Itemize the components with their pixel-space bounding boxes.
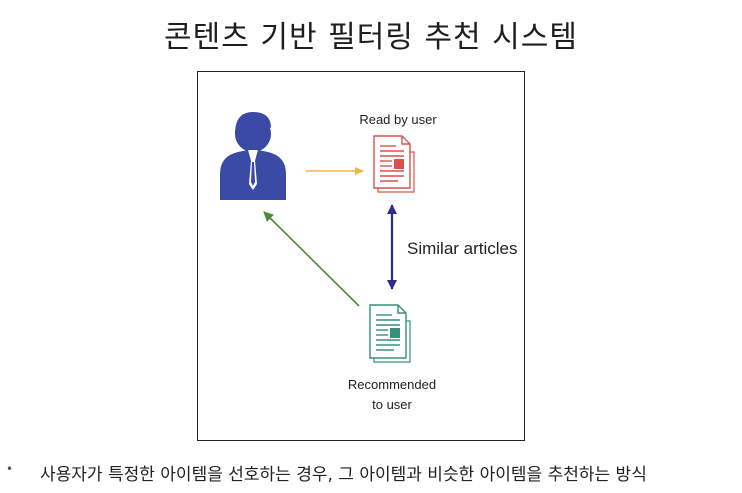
recommended-document-icon (369, 304, 411, 363)
bullet-point: • 사용자가 특정한 아이템을 선호하는 경우, 그 아이템과 비슷한 아이템을… (0, 460, 742, 486)
page-title: 콘텐츠 기반 필터링 추천 시스템 (164, 20, 578, 55)
recommended-label-line1: Recommended (348, 377, 436, 392)
diagram-canvas: Read by user Similar articles (220, 112, 518, 412)
read-by-user-label: Read by user (359, 112, 437, 127)
bullet-marker: • (6, 462, 14, 476)
similar-articles-label: Similar articles (407, 239, 518, 258)
arrow-recommend-to-user (263, 211, 360, 307)
bullet-text: 사용자가 특정한 아이템을 선호하는 경우, 그 아이템과 비슷한 아이템을 추… (40, 465, 647, 485)
recommended-label-line2: to user (372, 397, 412, 412)
diagram-frame: Read by user Similar articles (197, 71, 525, 441)
read-document-icon (373, 135, 415, 193)
user-icon (220, 112, 286, 200)
